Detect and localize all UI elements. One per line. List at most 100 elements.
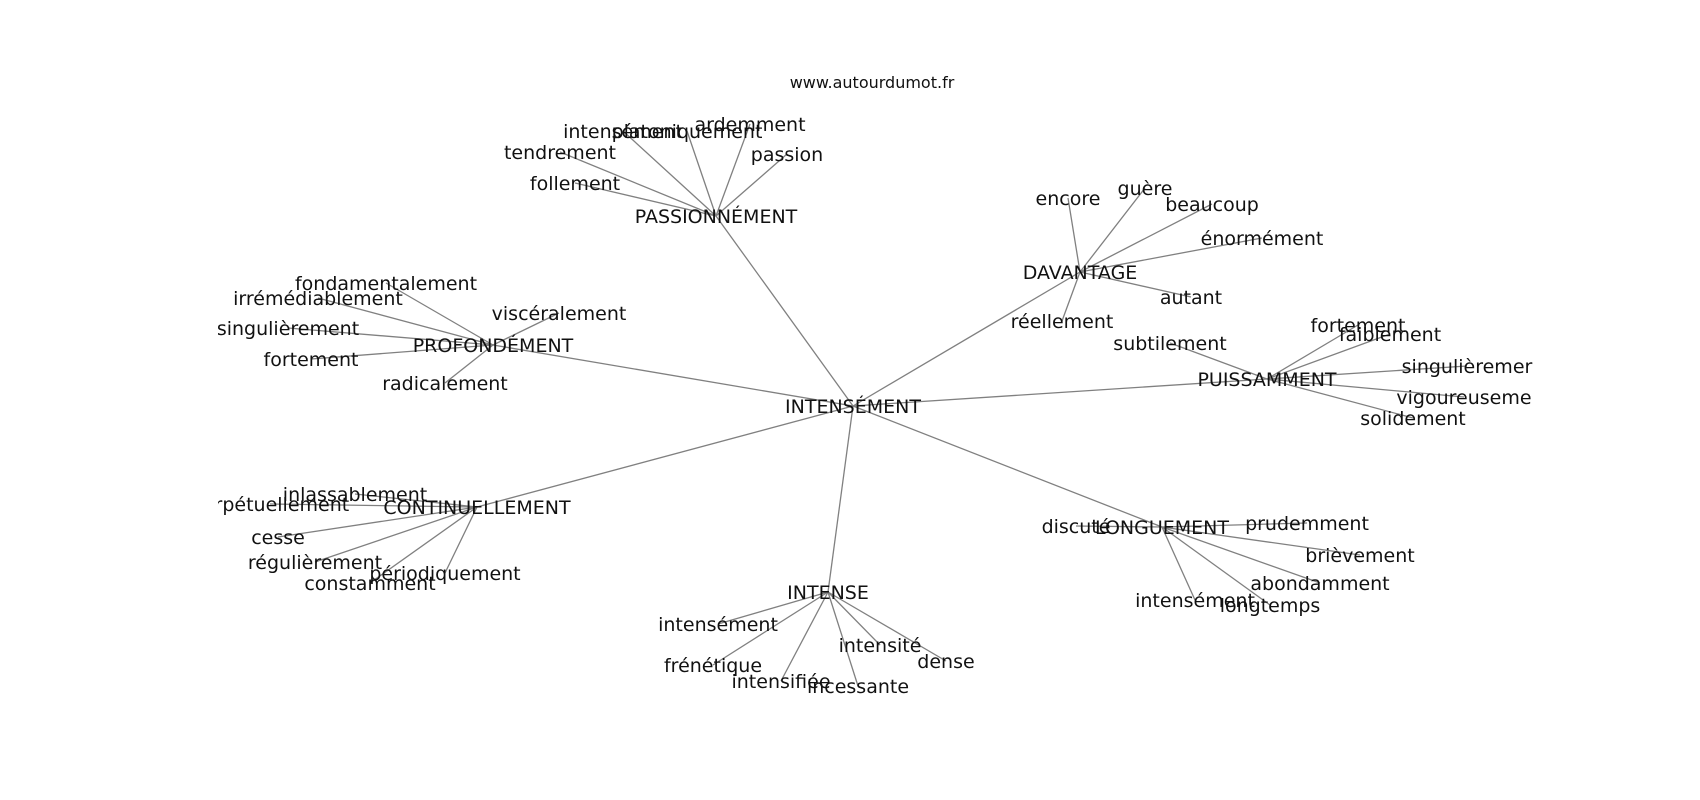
edge-center-to-hub xyxy=(827,405,854,593)
edge-hub-to-word xyxy=(712,591,829,666)
edge-hub-to-word xyxy=(827,591,881,646)
edge-hub-to-word xyxy=(559,151,717,217)
graph-labels: www.autourdumot.fr INTENSÉMENT PASSIONNÉM… xyxy=(191,73,1533,698)
leaf-node: passion xyxy=(751,144,823,166)
edge-hub-to-word xyxy=(1079,237,1263,273)
leaf-node: intensément xyxy=(658,614,778,636)
edge-hub-to-word xyxy=(310,344,494,360)
edge-center-to-hub xyxy=(852,271,1081,407)
leaf-node: discuté xyxy=(1042,516,1111,538)
leaf-node: perpétuellement xyxy=(191,494,349,516)
leaf-node: longtemps xyxy=(1220,595,1321,617)
edge-hub-to-word xyxy=(1161,526,1271,606)
hub-node: LONGUEMENT xyxy=(1095,517,1229,539)
edge-hub-to-word xyxy=(354,493,478,508)
edge-hub-to-word xyxy=(715,153,788,217)
hub-node: DAVANTAGE xyxy=(1023,262,1138,284)
edge-hub-to-word xyxy=(317,297,494,346)
edge-hub-to-word xyxy=(1075,525,1163,528)
leaf-node: constamment xyxy=(304,573,435,595)
leaf-node: intensément xyxy=(563,121,683,143)
leaf-node: vigoureuseme xyxy=(1396,387,1531,409)
leaf-node: encore xyxy=(1036,188,1101,210)
edge-center-to-hub xyxy=(852,378,1268,407)
edge-hub-to-word xyxy=(1169,342,1268,380)
edge-center-to-hub xyxy=(852,405,1163,528)
leaf-node: frénétique xyxy=(664,655,762,677)
edge-hub-to-word xyxy=(269,503,478,508)
leaf-node: cesse xyxy=(251,527,305,549)
leaf-node: prudemment xyxy=(1245,513,1369,535)
leaf-node: fortement xyxy=(1311,315,1406,337)
edge-hub-to-word xyxy=(1079,203,1213,273)
leaf-node: beaucoup xyxy=(1165,194,1259,216)
leaf-node: guère xyxy=(1118,178,1173,200)
edge-hub-to-word xyxy=(574,182,717,217)
leaf-node: abondamment xyxy=(1250,573,1389,595)
hub-node: PASSIONNÉMENT xyxy=(635,205,798,228)
leaf-node: solidement xyxy=(1360,408,1466,430)
leaf-node: faiblement xyxy=(1339,324,1441,346)
edge-hub-to-word xyxy=(780,591,829,682)
hub-node: PROFONDÉMENT xyxy=(413,334,574,357)
leaf-node: follement xyxy=(530,173,620,195)
leaf-node: tendrement xyxy=(504,142,616,164)
edge-hub-to-word xyxy=(492,312,560,346)
leaf-node: périodiquement xyxy=(369,563,520,585)
edge-hub-to-word xyxy=(1079,187,1146,273)
leaf-node: fondamentalement xyxy=(295,273,477,295)
edge-hub-to-word xyxy=(277,506,478,538)
edge-hub-to-word xyxy=(1161,526,1361,556)
hub-node: CONTINUELLEMENT xyxy=(383,497,571,519)
edge-hub-to-word xyxy=(287,327,494,346)
leaf-node: subtilement xyxy=(1113,333,1226,355)
hub-node: INTENSE xyxy=(787,582,869,604)
leaf-node: incessante xyxy=(807,676,909,698)
hub-node: PUISSAMMENT xyxy=(1197,369,1336,391)
edge-hub-to-word xyxy=(1061,271,1081,322)
edge-hub-to-word xyxy=(622,130,717,217)
leaf-node: énormément xyxy=(1201,228,1324,250)
left-clip-area xyxy=(0,0,218,800)
edge-hub-to-word xyxy=(827,591,859,687)
leaf-node: intensifiée xyxy=(731,671,830,693)
edge-hub-to-word xyxy=(717,591,829,625)
edge-center-to-hub xyxy=(492,344,854,407)
leaf-node: radicalement xyxy=(382,373,508,395)
leaf-node: dense xyxy=(917,651,974,673)
edge-center-to-hub xyxy=(715,215,854,407)
leaf-node: singulièremer xyxy=(1402,356,1533,378)
leaf-node: irrémédiablement xyxy=(233,288,403,310)
edge-hub-to-word xyxy=(686,130,717,217)
edge-hub-to-word xyxy=(444,506,478,574)
edge-hub-to-word xyxy=(1067,197,1081,273)
leaf-node: intensité xyxy=(839,635,922,657)
center-node: INTENSÉMENT xyxy=(785,395,921,418)
edge-hub-to-word xyxy=(1266,365,1468,380)
leaf-node: autant xyxy=(1160,287,1222,309)
leaf-node: inlassablement xyxy=(283,484,427,506)
leaf-node: intensément xyxy=(1135,590,1255,612)
edge-hub-to-word xyxy=(1161,522,1308,528)
edge-center-to-hub xyxy=(476,405,854,508)
edge-hub-to-word xyxy=(314,506,478,563)
edge-hub-to-word xyxy=(715,123,751,217)
edge-hub-to-word xyxy=(827,591,947,662)
edge-hub-to-word xyxy=(1266,333,1391,380)
edge-hub-to-word xyxy=(1266,378,1414,419)
edge-hub-to-word xyxy=(385,282,494,346)
edge-hub-to-word xyxy=(1266,378,1465,398)
leaf-node: ardemment xyxy=(694,114,805,136)
site-watermark: www.autourdumot.fr xyxy=(790,73,955,92)
leaf-node: platoniquement xyxy=(612,121,763,143)
edge-hub-to-word xyxy=(1079,271,1192,298)
leaf-node: réellement xyxy=(1011,311,1114,333)
leaf-node: brièvement xyxy=(1305,545,1414,567)
edge-hub-to-word xyxy=(444,344,494,384)
leaf-node: régulièrement xyxy=(248,552,382,574)
edge-hub-to-word xyxy=(1161,526,1321,584)
graph-edges xyxy=(269,123,1468,687)
edge-hub-to-word xyxy=(1161,526,1196,601)
leaf-node: singulièrement xyxy=(217,318,359,340)
